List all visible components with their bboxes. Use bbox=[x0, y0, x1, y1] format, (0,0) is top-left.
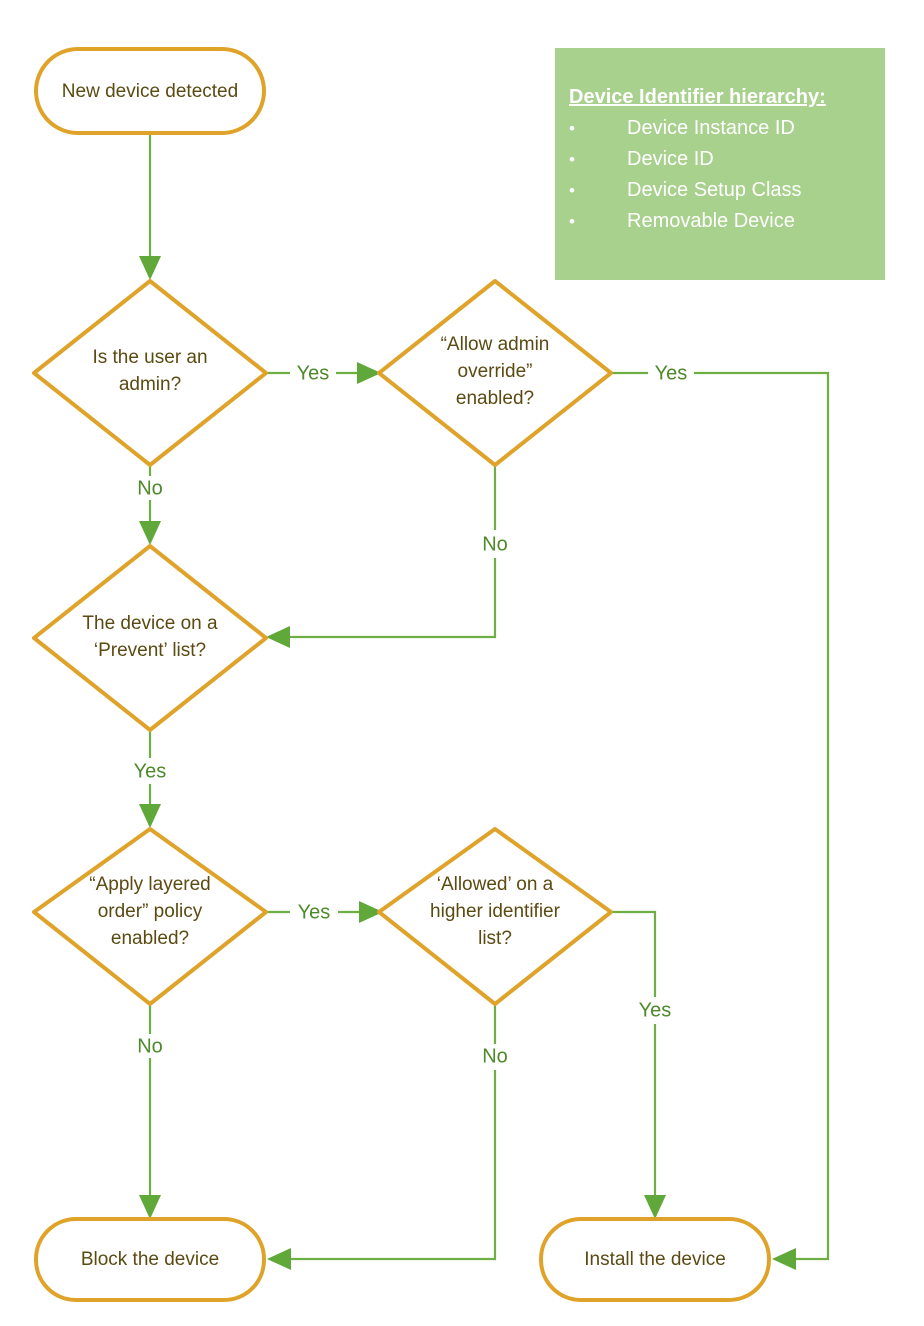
node-d4-label-line3: enabled? bbox=[111, 928, 189, 949]
edge-label-d4-yes: Yes bbox=[298, 901, 331, 923]
edge-label-d2-yes: Yes bbox=[655, 362, 688, 384]
edge-label-d2-no: No bbox=[482, 533, 508, 555]
edge-d4-yes-to-d5: Yes bbox=[266, 901, 383, 923]
node-d2-label-line2: override” bbox=[458, 361, 533, 382]
edge-d1-yes-to-d2: Yes bbox=[266, 362, 381, 384]
legend-item-label: Device Instance ID bbox=[627, 117, 795, 139]
node-d2-label-line1: “Allow admin bbox=[441, 334, 550, 355]
edge-label-d3-yes: Yes bbox=[134, 760, 167, 782]
node-d5-label-line3: list? bbox=[478, 928, 512, 949]
bullet-icon: • bbox=[569, 181, 575, 200]
legend-item-label: Device ID bbox=[627, 148, 714, 170]
node-block-label: Block the device bbox=[81, 1249, 219, 1270]
edge-d2-yes-to-install: Yes bbox=[611, 362, 830, 1270]
node-install-the-device[interactable]: Install the device bbox=[539, 1217, 771, 1302]
legend-item: • Device Instance ID bbox=[569, 113, 885, 144]
edge-d5-no-to-block: No bbox=[267, 997, 508, 1270]
bullet-icon: • bbox=[569, 150, 575, 169]
node-start[interactable]: New device detected bbox=[34, 47, 266, 135]
node-d5-label-line2: higher identifier bbox=[430, 901, 561, 922]
node-d4-label-line2: order” policy bbox=[98, 901, 203, 922]
node-d3-label-line2: ‘Prevent’ list? bbox=[94, 640, 206, 661]
node-d1-label-line2: admin? bbox=[119, 374, 181, 395]
legend-item-list: • Device Instance ID • Device ID • Devic… bbox=[569, 113, 885, 237]
node-decision-allowed-higher-identifier[interactable]: ‘Allowed’ on a higher identifier list? bbox=[377, 827, 613, 1006]
legend-title: Device Identifier hierarchy: bbox=[569, 86, 826, 108]
edge-label-d4-no: No bbox=[137, 1035, 163, 1057]
node-d3-label-line1: The device on a bbox=[82, 613, 218, 634]
node-d4-label-line1: “Apply layered bbox=[89, 874, 210, 895]
node-decision-allow-admin-override[interactable]: “Allow admin override” enabled? bbox=[377, 279, 613, 467]
legend-item-label: Device Setup Class bbox=[627, 179, 802, 201]
edge-d4-no-to-block: No bbox=[137, 996, 163, 1219]
node-d2-label-line3: enabled? bbox=[456, 388, 534, 409]
legend-device-identifier-hierarchy: Device Identifier hierarchy: • Device In… bbox=[555, 48, 885, 280]
edge-d5-yes-to-install: Yes bbox=[611, 910, 672, 1219]
node-start-label: New device detected bbox=[62, 81, 238, 102]
edge-start-to-d1 bbox=[139, 133, 161, 280]
edge-d2-no-to-d3: No bbox=[266, 459, 508, 648]
edge-label-d5-yes: Yes bbox=[639, 999, 672, 1021]
node-decision-device-on-prevent-list[interactable]: The device on a ‘Prevent’ list? bbox=[32, 544, 268, 732]
bullet-icon: • bbox=[569, 212, 575, 231]
node-d1-label-line1: Is the user an bbox=[92, 347, 207, 368]
legend-item: • Removable Device bbox=[569, 206, 885, 237]
edge-label-d5-no: No bbox=[482, 1045, 508, 1067]
node-decision-is-user-admin[interactable]: Is the user an admin? bbox=[32, 279, 268, 467]
node-decision-apply-layered-order[interactable]: “Apply layered order” policy enabled? bbox=[32, 827, 268, 1006]
edge-label-d1-no: No bbox=[137, 477, 163, 499]
legend-item-label: Removable Device bbox=[627, 210, 795, 232]
node-d5-label-line1: ‘Allowed’ on a bbox=[437, 874, 554, 895]
node-block-the-device[interactable]: Block the device bbox=[34, 1217, 266, 1302]
node-install-label: Install the device bbox=[584, 1249, 726, 1270]
edge-d1-no-to-d3: No bbox=[137, 458, 163, 545]
edge-label-d1-yes: Yes bbox=[297, 362, 330, 384]
bullet-icon: • bbox=[569, 119, 575, 138]
edge-d3-yes-to-d4: Yes bbox=[134, 722, 167, 828]
legend-item: • Device Setup Class bbox=[569, 175, 885, 206]
legend-item: • Device ID bbox=[569, 144, 885, 175]
